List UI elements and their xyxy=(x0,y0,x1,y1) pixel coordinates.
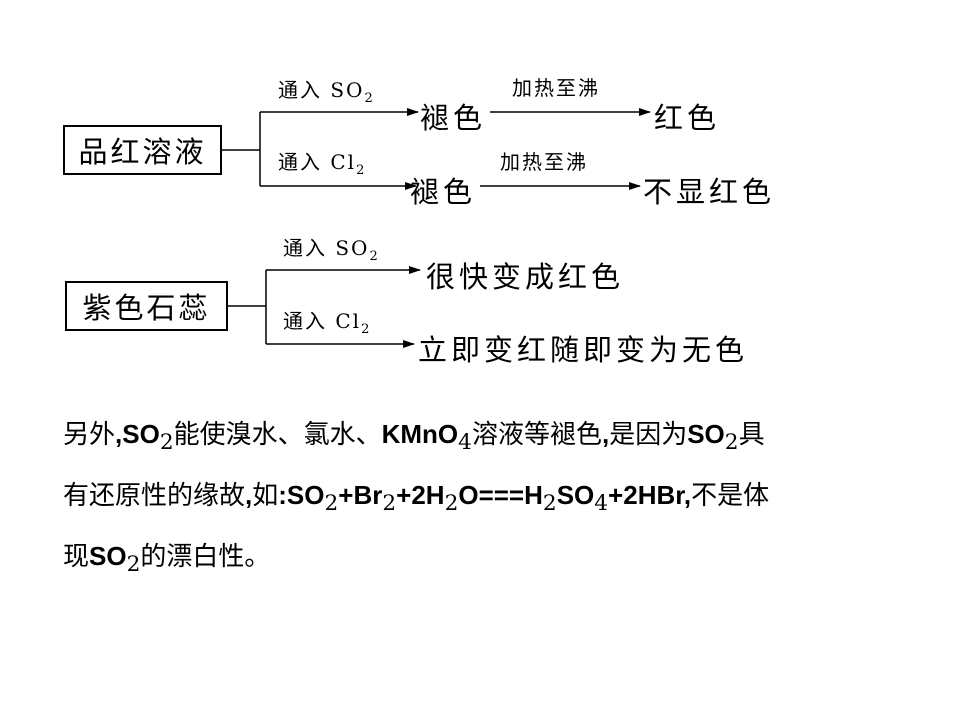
diagram1-branch2-step-label: 加热至沸 xyxy=(500,150,588,174)
diagram1-branch2-result2: 不显红色 xyxy=(643,175,776,209)
diagram2-source-label: 紫色石蕊 xyxy=(82,291,211,325)
diagram1-branch1-label: 通入 SO2 xyxy=(278,78,375,106)
diagram2-branch2-label: 通入 Cl2 xyxy=(283,309,372,337)
diagram2-branch1-result: 很快变成红色 xyxy=(426,260,625,294)
diagram1-branch1-result1: 褪色 xyxy=(420,101,487,135)
diagram2-branch1-label: 通入 SO2 xyxy=(283,236,380,264)
diagram2-branch2-result: 立即变红随即变为无色 xyxy=(418,333,749,367)
explanation-paragraph: 另外,SO2能使溴水、氯水、KMnO4溶液等褪色,是因为SO2具 有还原性的缘故… xyxy=(63,408,923,592)
diagram2-lines xyxy=(228,266,421,348)
diagram1-source-label: 品红溶液 xyxy=(78,135,207,169)
diagram2-source-box: 紫色石蕊 xyxy=(65,281,228,331)
explanation-line-2: 有还原性的缘故,如:SO2+Br2+2H2O===H2SO4+2HBr,不是体 xyxy=(63,480,770,517)
diagram1-branch1-result2: 红色 xyxy=(654,101,721,135)
diagram1-branch2-label: 通入 Cl2 xyxy=(278,150,367,178)
diagram1-branch2-result1: 褪色 xyxy=(410,175,477,209)
diagram1-lines xyxy=(222,108,651,190)
diagram1-source-box: 品红溶液 xyxy=(63,125,222,175)
explanation-line-1: 另外,SO2能使溴水、氯水、KMnO4溶液等褪色,是因为SO2具 xyxy=(63,419,765,456)
explanation-line-3: 现SO2的漂白性。 xyxy=(63,541,271,578)
diagram1-branch1-step-label: 加热至沸 xyxy=(512,76,600,100)
